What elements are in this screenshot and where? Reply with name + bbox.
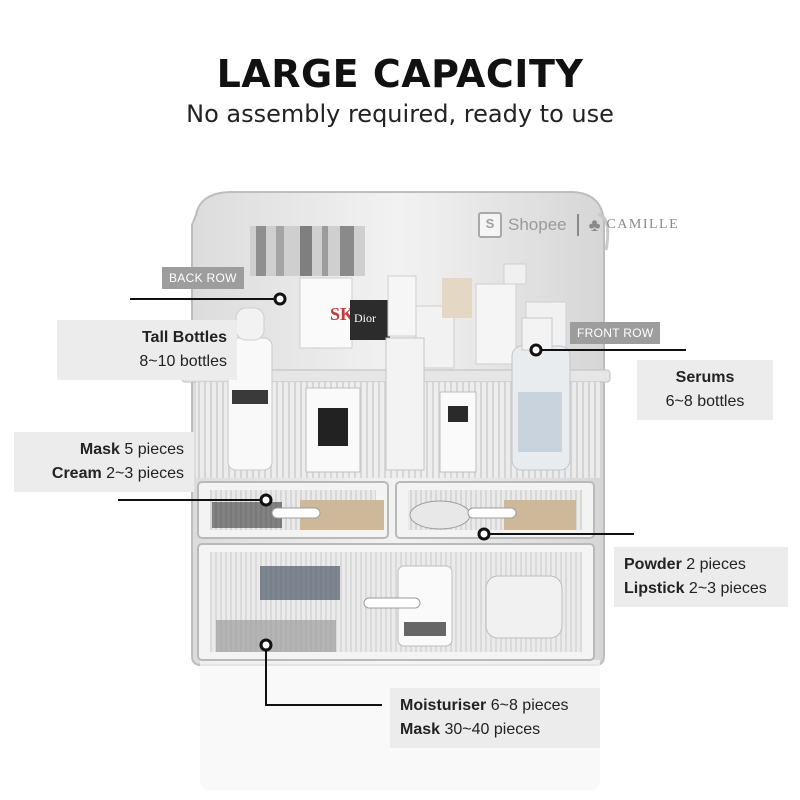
back-row-products: SK Dior xyxy=(250,226,567,369)
shopee-bag-icon: S xyxy=(478,212,502,238)
lipstick-qty: 2~3 pieces xyxy=(688,580,767,597)
label-mask-cream: Mask 5 pieces Cream 2~3 pieces xyxy=(14,432,194,492)
dot-mask-cream xyxy=(259,493,273,507)
powder-name: Powder xyxy=(624,556,682,573)
cream-name: Cream xyxy=(51,465,102,482)
shopee-text: Shopee xyxy=(508,215,567,234)
page-title: LARGE CAPACITY xyxy=(216,52,584,96)
cream-qty: 2~3 pieces xyxy=(106,465,184,482)
drawer-top-right xyxy=(395,481,595,539)
label-serums: Serums 6~8 bottles xyxy=(637,360,773,420)
lipstick-name: Lipstick xyxy=(624,580,685,597)
sheet-mask-name: Mask xyxy=(400,721,441,738)
camille-text: CAMILLE xyxy=(606,217,680,232)
tall-bottles-name: Tall Bottles xyxy=(141,329,227,346)
brand-watermark: S Shopee ♣ CAMILLE xyxy=(478,212,679,238)
camille-club-icon: ♣ xyxy=(588,214,601,235)
drawer-bottom xyxy=(197,543,595,661)
label-powder-lipstick: Powder 2 pieces Lipstick 2~3 pieces xyxy=(614,547,788,607)
dot-powder-lipstick xyxy=(477,527,491,541)
powder-qty: 2 pieces xyxy=(686,556,746,573)
page-subtitle: No assembly required, ready to use xyxy=(186,100,614,128)
serums-qty: 6~8 bottles xyxy=(665,393,745,410)
svg-text:SK: SK xyxy=(330,304,354,324)
dot-back-row xyxy=(273,292,287,306)
svg-text:Dior: Dior xyxy=(354,311,376,325)
front-row-tag: FRONT ROW xyxy=(570,322,661,344)
sheet-mask-qty: 30~40 pieces xyxy=(444,721,541,738)
dot-moisturiser xyxy=(259,638,273,652)
leader-moisturiser xyxy=(265,645,382,706)
label-tall-bottles: Tall Bottles 8~10 bottles xyxy=(57,320,237,380)
tall-bottles-qty: 8~10 bottles xyxy=(139,353,227,370)
front-row-products xyxy=(227,307,571,473)
drawer-top-left xyxy=(197,481,389,539)
moisturiser-name: Moisturiser xyxy=(400,697,487,714)
moisturiser-qty: 6~8 pieces xyxy=(490,697,569,714)
dot-front-row xyxy=(529,343,543,357)
back-row-tag: BACK ROW xyxy=(162,267,244,289)
mask-name: Mask xyxy=(79,441,120,458)
serums-name: Serums xyxy=(675,369,735,386)
brand-separator xyxy=(576,214,579,236)
label-moisturiser-mask: Moisturiser 6~8 pieces Mask 30~40 pieces xyxy=(390,688,600,748)
mask-qty: 5 pieces xyxy=(124,441,184,458)
